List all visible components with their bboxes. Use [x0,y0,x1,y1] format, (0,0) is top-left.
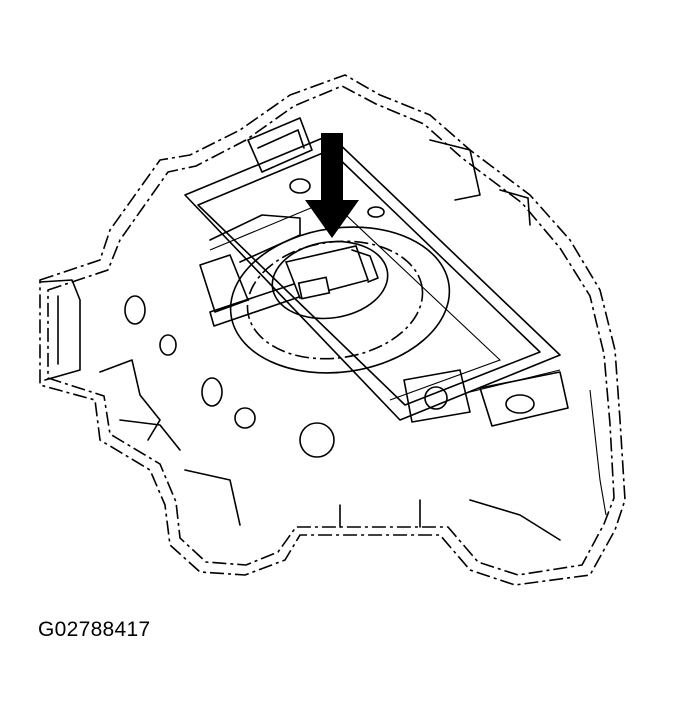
down-arrow-icon [305,133,359,238]
lower-edge-details [184,389,607,541]
upper-bracket [247,117,531,226]
inflator-ring-middle [246,240,424,360]
figure-code: G02788417 [38,618,151,641]
housing-outline [39,74,626,586]
housing-plate [184,134,561,421]
right-mount-lug [403,369,569,427]
wiring-connector [209,245,379,327]
fastener-holes [124,178,385,458]
left-mount-tab [39,279,181,451]
inflator-ring-inner [271,240,389,320]
